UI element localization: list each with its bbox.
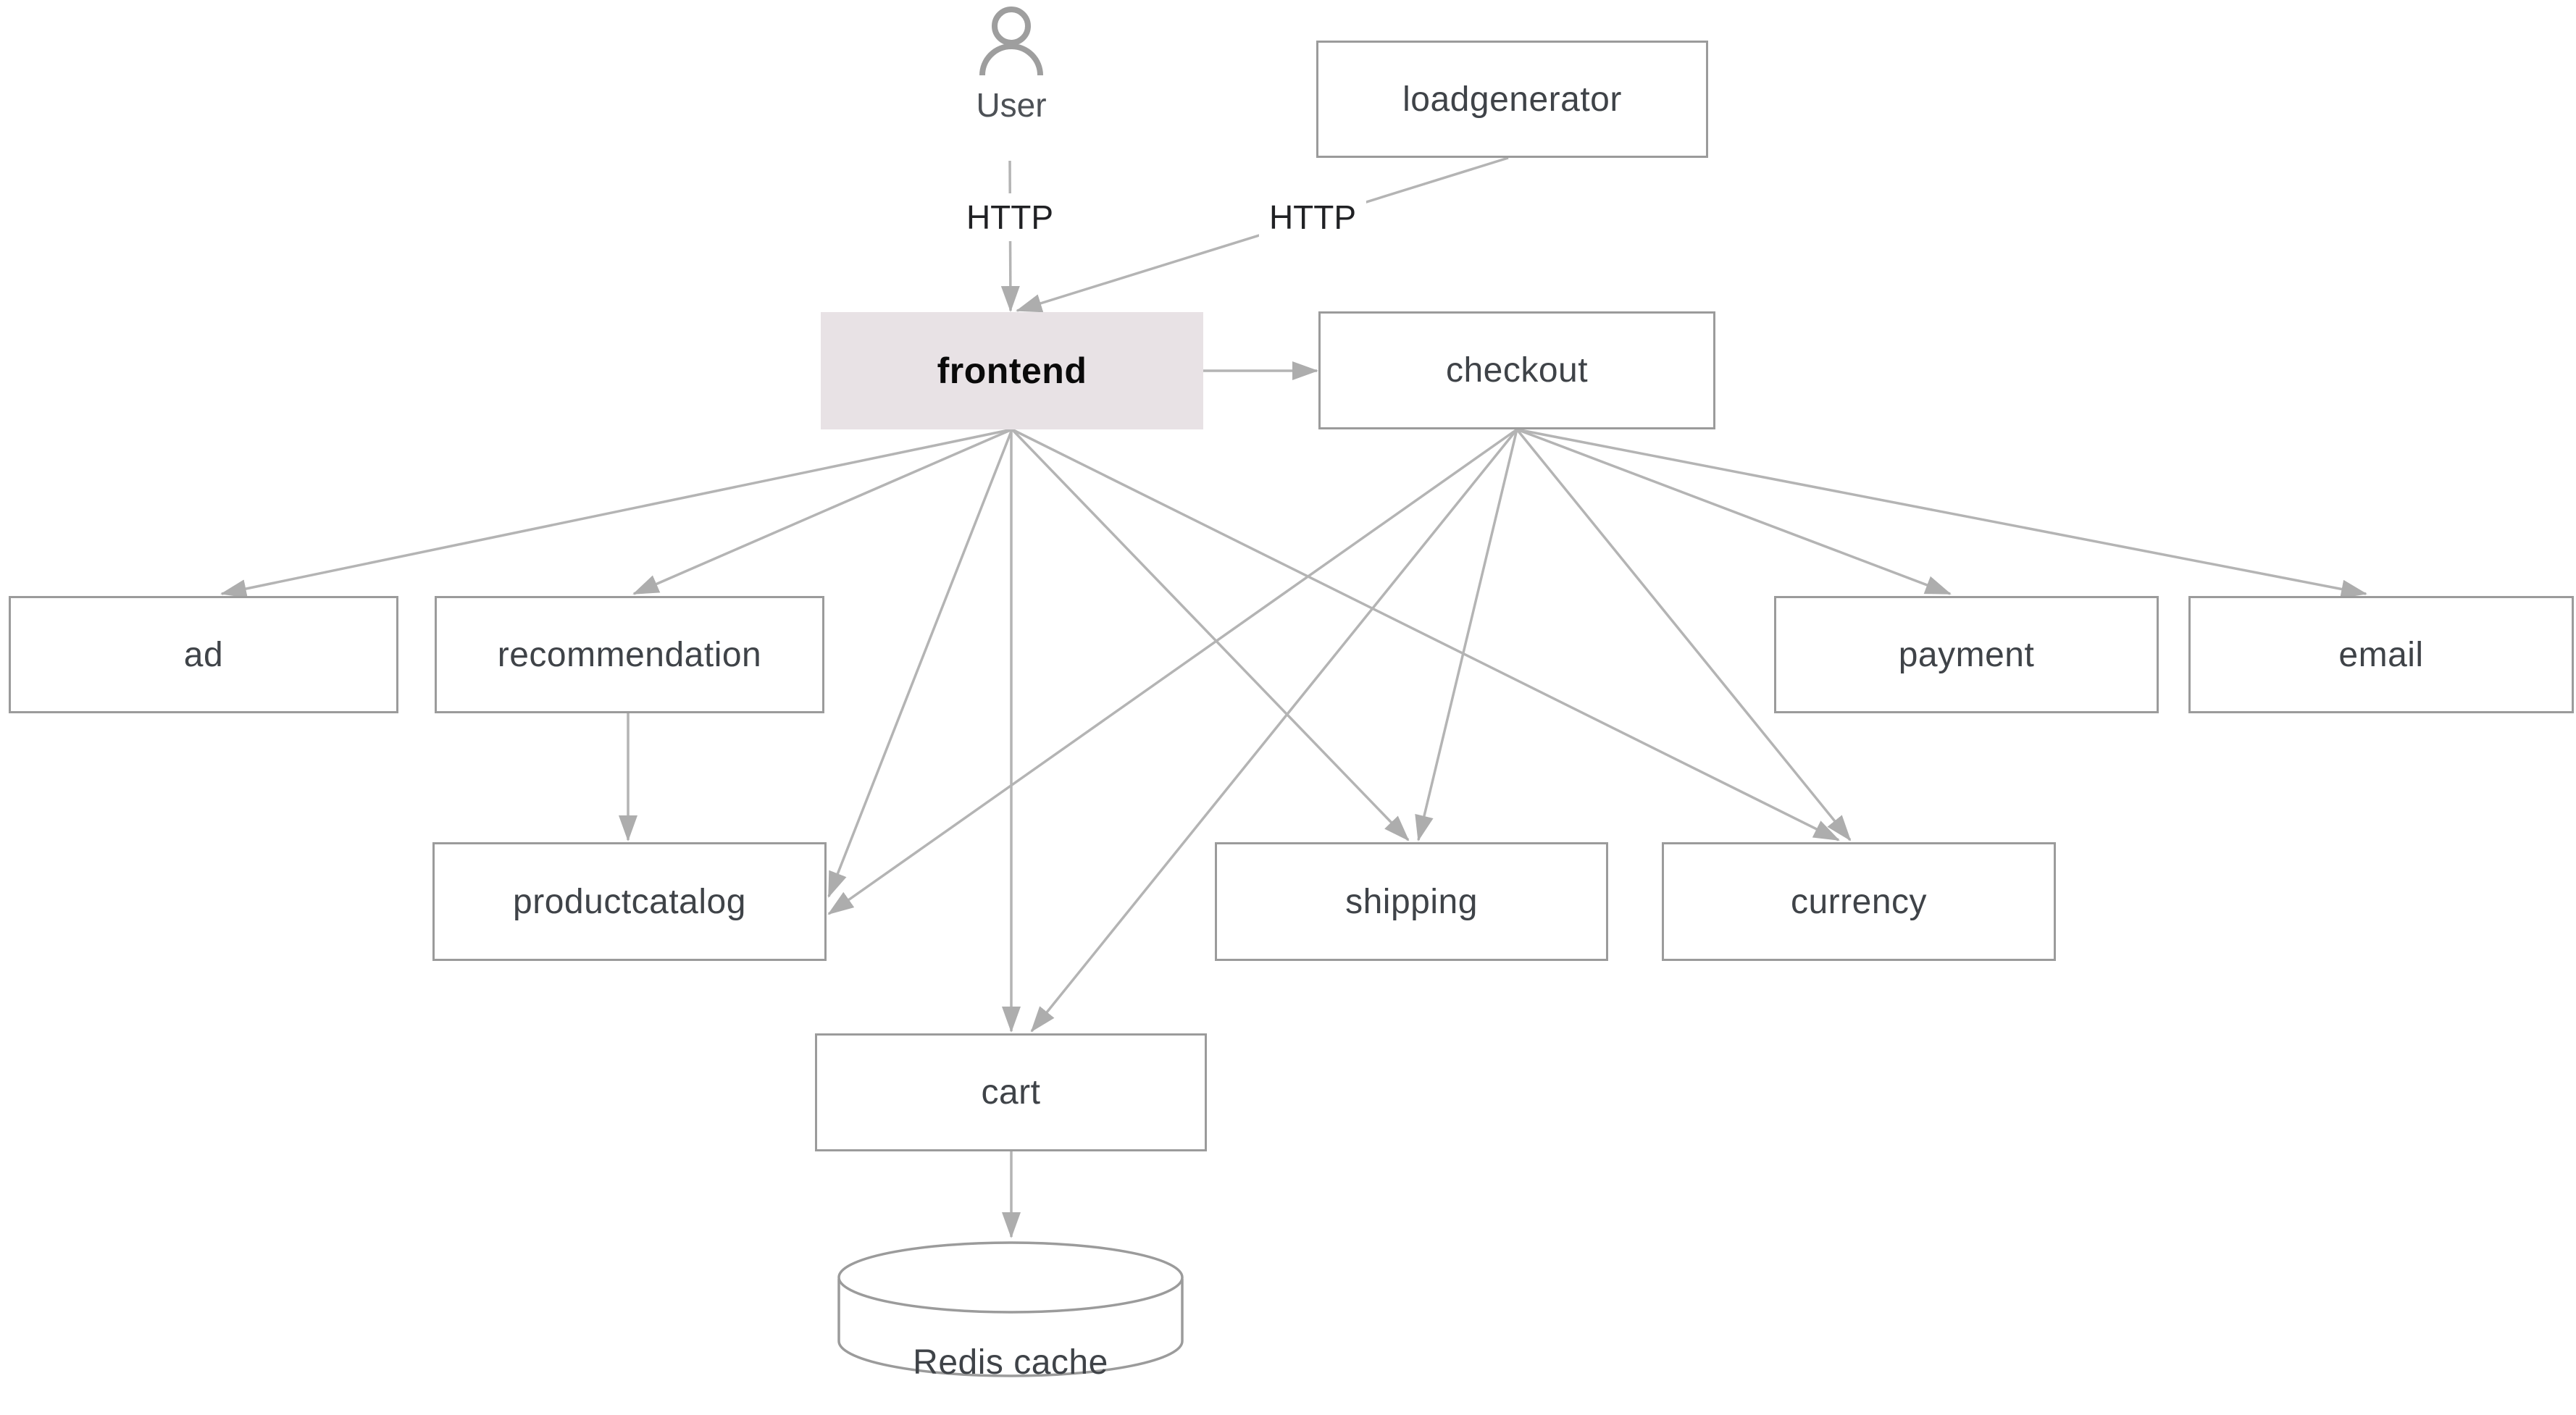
edge-frontend-shipping: [1011, 428, 1410, 841]
edge-frontend-currency: [1011, 428, 1840, 841]
currency-label: currency: [1790, 882, 1928, 921]
redis-label: Redis cache: [913, 1343, 1108, 1382]
node-loadgenerator[interactable]: loadgenerator: [1316, 41, 1708, 158]
payment-label: payment: [1898, 635, 2035, 674]
node-redis[interactable]: Redis cache: [837, 1240, 1184, 1412]
edge-label-loadgenerator-http: HTTP: [1258, 193, 1367, 241]
edge-checkout-shipping: [1415, 429, 1518, 841]
node-user: User: [969, 4, 1053, 125]
node-ad[interactable]: ad: [9, 596, 398, 713]
node-checkout[interactable]: checkout: [1318, 311, 1715, 429]
email-label: email: [2338, 635, 2424, 674]
user-label: User: [976, 86, 1047, 124]
edge-checkout-productcatalog: [827, 428, 1518, 915]
node-shipping[interactable]: shipping: [1215, 842, 1608, 961]
loadgenerator-label: loadgenerator: [1402, 80, 1622, 119]
node-email[interactable]: email: [2188, 596, 2574, 713]
edge-frontend-recommendation: [632, 428, 1013, 595]
checkout-label: checkout: [1445, 351, 1589, 390]
ad-label: ad: [183, 635, 224, 674]
node-productcatalog[interactable]: productcatalog: [432, 842, 827, 961]
edge-checkout-email: [1516, 428, 2367, 599]
node-cart[interactable]: cart: [815, 1033, 1207, 1151]
shipping-label: shipping: [1345, 882, 1478, 921]
database-cylinder-icon: [837, 1241, 1184, 1377]
node-frontend[interactable]: frontend: [821, 312, 1203, 429]
edge-frontend-productcatalog: [827, 429, 1013, 898]
edge-label-user-http: HTTP: [955, 193, 1064, 241]
node-currency[interactable]: currency: [1662, 842, 2056, 961]
productcatalog-label: productcatalog: [513, 882, 746, 921]
node-payment[interactable]: payment: [1774, 596, 2159, 713]
edge-checkout-payment: [1516, 428, 1952, 595]
node-recommendation[interactable]: recommendation: [435, 596, 824, 713]
recommendation-label: recommendation: [497, 635, 762, 674]
edge-frontend-ad: [220, 428, 1013, 598]
cart-label: cart: [981, 1073, 1041, 1112]
edge-checkout-currency: [1515, 428, 1852, 841]
frontend-label: frontend: [937, 350, 1087, 391]
edge-checkout-cart: [1030, 428, 1518, 1033]
person-icon: [979, 7, 1043, 76]
